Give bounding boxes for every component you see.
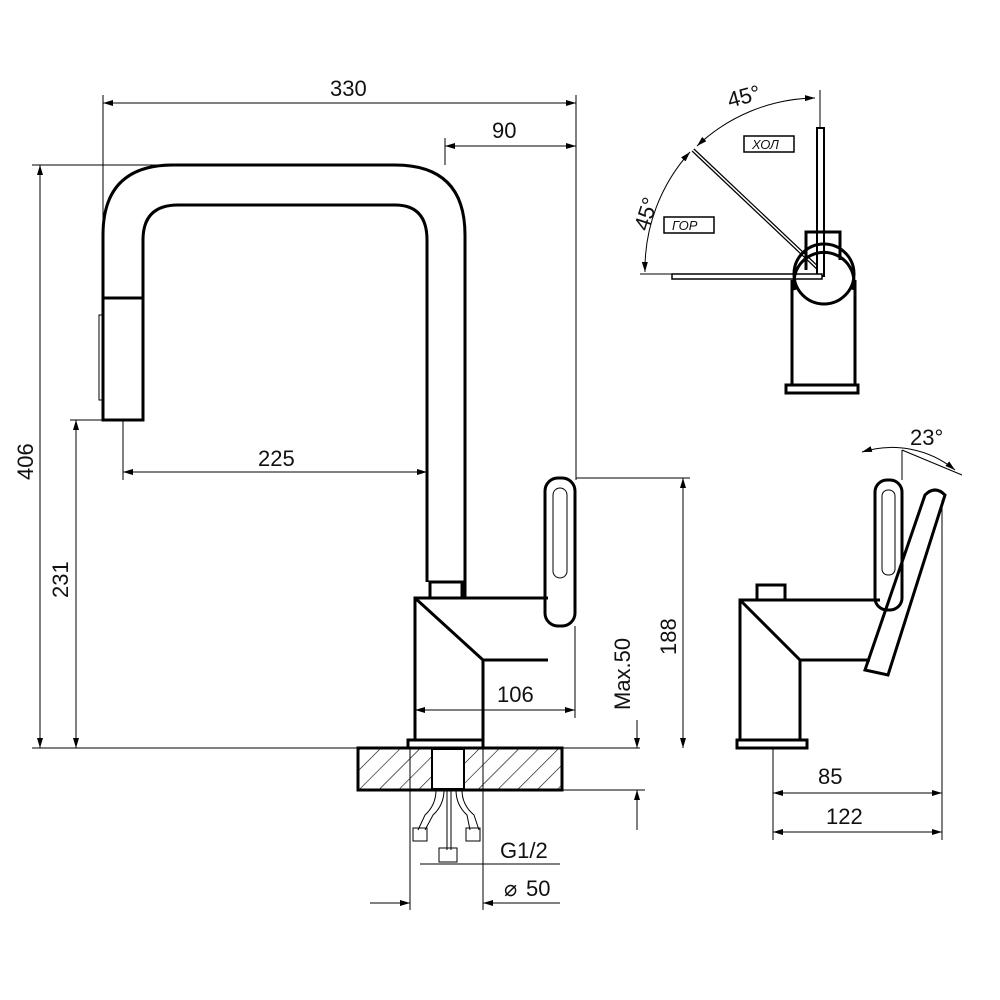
- dimensions: 330 90 406 231 225 188 Max.50 106 G1/2 ⌀…: [13, 76, 690, 910]
- dim-85: 85: [818, 764, 842, 789]
- spray-head: [101, 296, 145, 422]
- hoses: [417, 789, 480, 850]
- lever-handle: [543, 476, 577, 628]
- hot-angle: 45°: [629, 194, 663, 233]
- dim-330: 330: [330, 76, 367, 101]
- diameter-symbol: ⌀: [504, 876, 517, 901]
- dim-231: 231: [48, 561, 73, 598]
- hose-fitting: [412, 827, 428, 842]
- dim-106: 106: [497, 682, 534, 707]
- faucet-front-view: [98, 163, 577, 863]
- hose-fitting: [465, 827, 481, 842]
- spout-outer: [101, 163, 467, 598]
- dim-90: 90: [492, 118, 516, 143]
- dim-50: 50: [526, 876, 550, 901]
- faucet-side-view: 23° 85 122: [735, 425, 963, 840]
- dim-406: 406: [13, 443, 38, 480]
- hot-label: ГОР: [672, 218, 698, 233]
- lever-angle-view: 45° 45° ХОЛ ГОР: [629, 80, 860, 395]
- spout-inner: [141, 203, 429, 582]
- tilt-angle: 23°: [910, 425, 943, 450]
- cold-label: ХОЛ: [751, 137, 779, 152]
- mount-hole: [431, 748, 465, 790]
- body: [413, 596, 548, 740]
- spout-collar: [428, 580, 464, 598]
- dim-max50: Max.50: [610, 638, 635, 710]
- dim-thread: G1/2: [500, 838, 548, 863]
- dim-122: 122: [826, 804, 863, 829]
- dim-188: 188: [656, 618, 681, 655]
- cold-angle: 45°: [725, 80, 764, 113]
- dim-225: 225: [258, 446, 295, 471]
- lever-slot: [552, 487, 568, 579]
- hose-fitting: [438, 847, 458, 863]
- spray-grip: [98, 314, 105, 401]
